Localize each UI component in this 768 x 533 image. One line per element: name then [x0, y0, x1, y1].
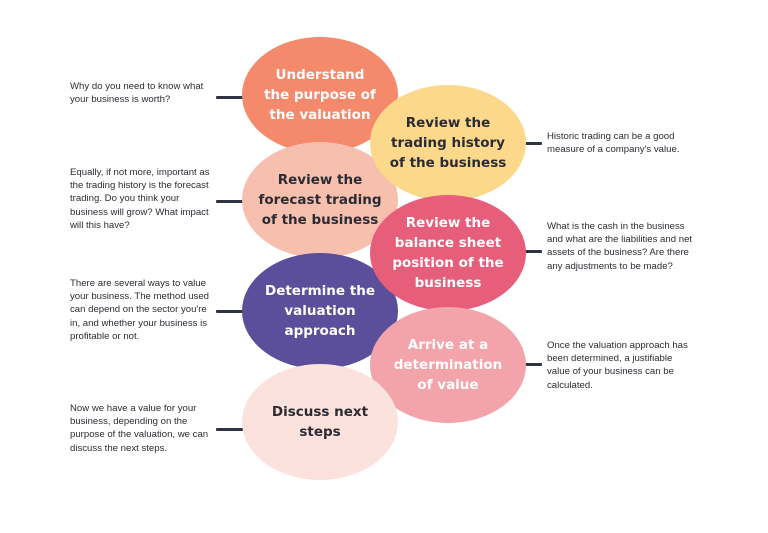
- step-6-note: Once the valuation approach has been det…: [547, 340, 688, 391]
- connector-step-5: [216, 310, 246, 313]
- step-6-ellipse: Arrive at a determination of value: [370, 307, 526, 423]
- connector-step-1: [216, 96, 246, 99]
- connector-step-4: [522, 250, 542, 253]
- step-4-title: Review the balance sheet position of the…: [392, 215, 504, 291]
- step-3-note: Equally, if not more, important as the t…: [70, 167, 210, 231]
- step-5-title: Determine the valuation approach: [264, 283, 375, 339]
- connector-step-2: [522, 142, 542, 145]
- step-7-ellipse: Discuss next steps: [242, 364, 398, 480]
- step-5-note: There are several ways to value your bus…: [70, 278, 210, 342]
- connector-step-3: [216, 200, 246, 203]
- step-2-ellipse: Review the trading history of the busine…: [370, 85, 526, 201]
- step-7-title: Discuss next steps: [271, 404, 369, 440]
- step-3-title: Review the forecast trading of the busin…: [258, 172, 382, 228]
- step-7-note: Now we have a value for your business, d…: [70, 403, 209, 454]
- step-4-note: What is the cash in the business and wha…: [547, 221, 693, 272]
- step-1-note: Why do you need to know what your busine…: [70, 81, 204, 106]
- step-2-title: Review the trading history of the busine…: [389, 115, 507, 171]
- connector-step-6: [522, 363, 542, 366]
- step-1-title: Understand the purpose of the valuation: [264, 67, 376, 123]
- connector-step-7: [216, 428, 246, 431]
- step-4-ellipse: Review the balance sheet position of the…: [370, 195, 526, 311]
- step-2-note: Historic trading can be a good measure o…: [547, 131, 680, 156]
- step-6-title: Arrive at a determination of value: [393, 337, 503, 393]
